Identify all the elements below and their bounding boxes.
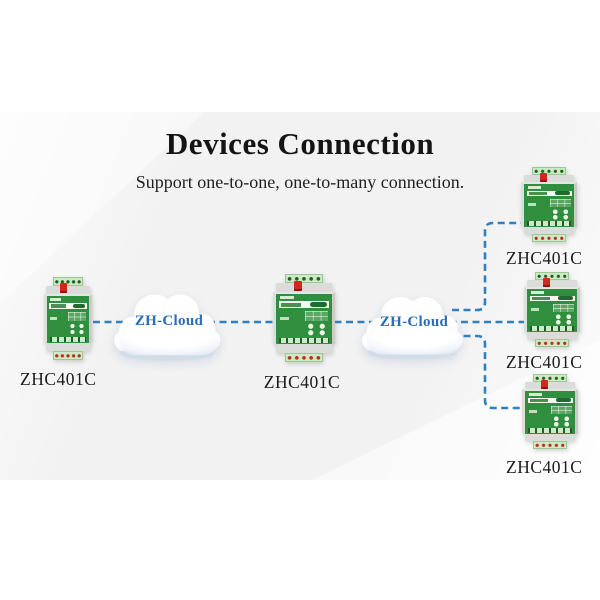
page-title: Devices Connection xyxy=(165,126,435,161)
terminal-diagram xyxy=(68,311,87,322)
antenna-connector xyxy=(539,172,548,182)
logo-band xyxy=(529,295,575,302)
terminal-label-strip xyxy=(528,428,572,433)
cloud-right: ZH-Cloud xyxy=(360,279,468,367)
brand-logo xyxy=(281,302,302,307)
antenna-connector xyxy=(542,277,551,287)
4g-tag xyxy=(531,308,539,312)
4g-tag xyxy=(280,316,289,321)
device-zhc401c xyxy=(522,374,578,454)
model-chip xyxy=(528,392,542,396)
brand-logo xyxy=(50,304,66,308)
page-subtitle: Support one-to-one, one-to-many connecti… xyxy=(135,172,465,192)
model-chip xyxy=(527,185,541,189)
mounting-plate-top xyxy=(524,379,576,390)
terminal-block-bottom xyxy=(532,441,568,450)
terminal-block-top xyxy=(534,272,570,280)
mounting-plate-bottom xyxy=(46,342,90,351)
device-body xyxy=(44,293,92,343)
logo-band xyxy=(278,301,330,309)
device-label: ZHC401C xyxy=(20,369,97,389)
logo-band xyxy=(49,302,87,309)
terminal-block-bottom xyxy=(534,339,570,348)
logo-band xyxy=(527,397,573,404)
cloud-label: ZH-Cloud xyxy=(379,314,449,331)
terminal-diagram xyxy=(552,303,574,313)
device-label: ZHC401C xyxy=(506,248,583,268)
model-pill xyxy=(557,296,573,301)
mounting-plate-bottom xyxy=(523,226,575,235)
device-zhc401c xyxy=(524,272,580,352)
4g-tag xyxy=(529,410,537,414)
device-body xyxy=(524,287,580,332)
mounting-plate-top xyxy=(46,283,90,294)
model-pill xyxy=(72,303,86,308)
status-leds xyxy=(549,209,571,220)
terminal-diagram xyxy=(549,198,571,208)
model-pill xyxy=(555,398,571,403)
antenna-connector xyxy=(293,280,303,292)
antenna-connector xyxy=(540,379,549,389)
device-label: ZHC401C xyxy=(506,352,583,372)
terminal-block-bottom xyxy=(284,352,324,363)
mounting-plate-bottom xyxy=(526,331,578,340)
model-pill xyxy=(554,191,570,196)
status-leds xyxy=(550,416,572,427)
cloud-label: ZH-Cloud xyxy=(134,313,204,330)
mounting-plate-bottom xyxy=(276,344,332,353)
terminal-label-strip xyxy=(527,221,571,226)
device-zhc401c xyxy=(44,277,92,365)
terminal-block-top xyxy=(531,167,567,175)
mounting-plate-top xyxy=(523,172,575,183)
cloud-shape xyxy=(361,296,463,360)
terminal-label-strip xyxy=(279,337,329,343)
status-leds xyxy=(68,323,87,335)
device-label: ZHC401C xyxy=(506,457,583,477)
device-body xyxy=(521,182,577,227)
device-body xyxy=(522,389,578,434)
antenna-connector xyxy=(60,283,67,294)
4g-tag xyxy=(528,203,536,207)
terminal-label-strip xyxy=(49,336,87,342)
terminal-block-top xyxy=(532,374,568,382)
branch-line-top xyxy=(452,221,524,312)
cloud-left: ZH-Cloud xyxy=(112,279,226,365)
branch-line-bottom xyxy=(452,334,524,410)
mounting-plate-top xyxy=(526,277,578,288)
status-leds xyxy=(552,314,574,325)
brand-logo xyxy=(528,191,547,195)
terminal-block-bottom xyxy=(531,234,567,243)
model-chip xyxy=(279,295,295,300)
terminal-block-top xyxy=(53,277,83,286)
status-leds xyxy=(304,323,329,336)
mounting-plate-top xyxy=(276,280,332,292)
device-label: ZHC401C xyxy=(263,372,341,392)
brand-logo xyxy=(531,296,550,300)
brand-logo xyxy=(529,398,548,402)
terminal-label-strip xyxy=(530,326,574,331)
terminal-diagram xyxy=(550,405,572,415)
device-zhc401c xyxy=(273,274,335,368)
terminal-diagram xyxy=(304,311,329,322)
device-body xyxy=(273,291,335,345)
model-pill xyxy=(310,302,327,308)
4g-tag xyxy=(50,316,57,321)
terminal-block-top xyxy=(284,274,324,284)
mounting-plate-bottom xyxy=(524,433,576,442)
cloud-shape xyxy=(113,294,221,361)
logo-band xyxy=(526,190,572,197)
model-chip xyxy=(49,297,61,301)
device-zhc401c xyxy=(521,167,577,247)
terminal-block-bottom xyxy=(53,350,83,360)
model-chip xyxy=(530,290,544,294)
